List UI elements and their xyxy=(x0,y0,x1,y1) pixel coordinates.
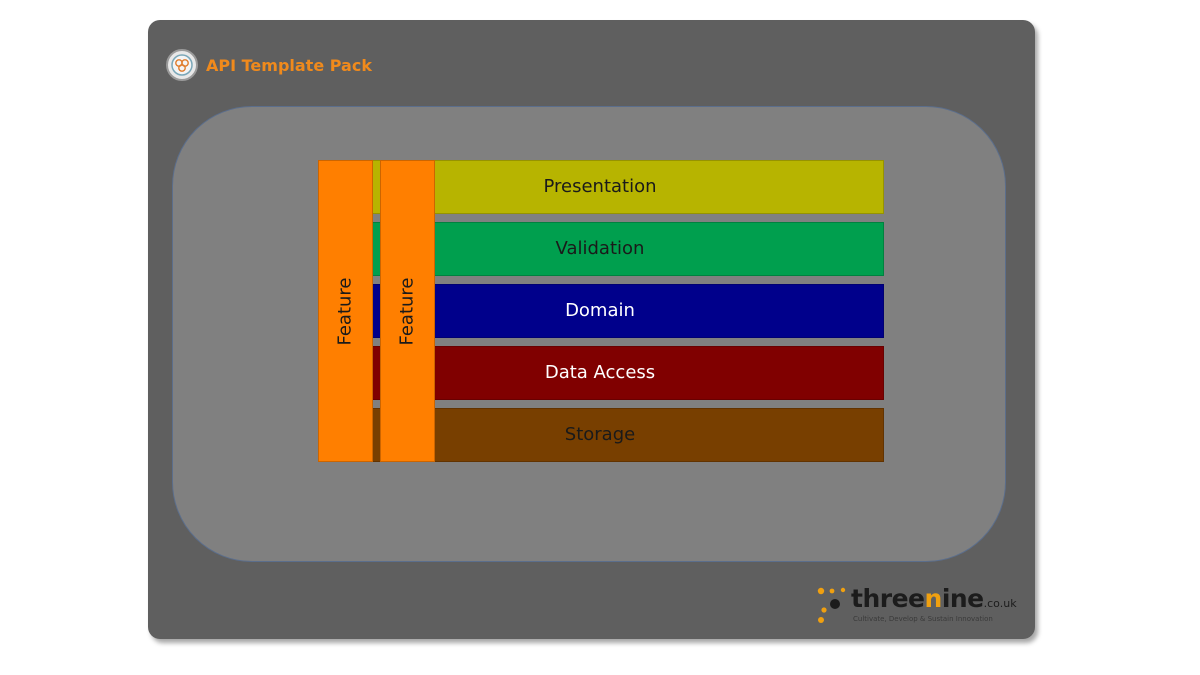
feature-column-2: Feature xyxy=(380,160,435,462)
feature-column-1-label: Feature xyxy=(335,276,356,346)
brand-name-accent: n xyxy=(924,584,943,613)
feature-column-2-label: Feature xyxy=(397,276,418,346)
brand-tld: .co.uk xyxy=(983,597,1017,610)
api-pack-logo-icon xyxy=(166,49,198,81)
page-title: API Template Pack xyxy=(206,55,372,75)
header: API Template Pack xyxy=(166,48,372,82)
brand-tagline: Cultivate, Develop & Sustain Innovation xyxy=(853,615,993,623)
brand-dots-icon xyxy=(817,587,846,623)
brand-name: threenine.co.uk xyxy=(851,584,1017,613)
layer-presentation-label: Presentation xyxy=(543,176,657,197)
brand-name-prefix: three xyxy=(851,584,925,613)
layer-storage-label: Storage xyxy=(564,424,636,445)
threenine-logo: threenine.co.uk Cultivate, Develop & Sus… xyxy=(815,584,1017,626)
feature-column-1: Feature xyxy=(318,160,373,462)
layer-validation-label: Validation xyxy=(555,238,645,259)
brand-name-suffix: ine xyxy=(941,584,984,613)
layer-data-access-label: Data Access xyxy=(544,362,656,383)
layer-domain-label: Domain xyxy=(565,300,635,321)
